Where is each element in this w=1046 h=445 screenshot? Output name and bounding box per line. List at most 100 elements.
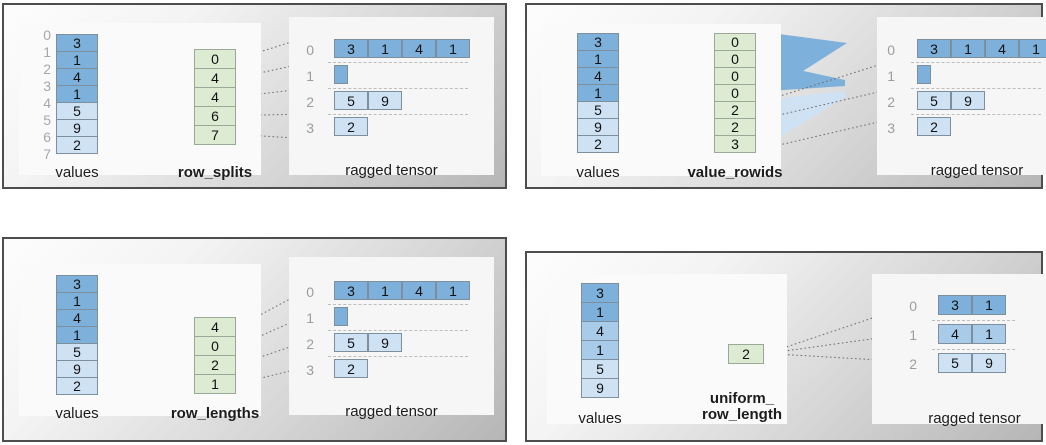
row-divider xyxy=(328,61,468,63)
value-cell: 5 xyxy=(56,343,98,361)
tensor-cell: 5 xyxy=(334,333,368,352)
value-cell: 1 xyxy=(56,51,98,69)
encoding-cell: 3 xyxy=(714,135,756,153)
encoding-cell: 2 xyxy=(714,118,756,136)
tensor-cell: 9 xyxy=(368,91,402,110)
value-cell: 1 xyxy=(581,302,619,322)
boundary-index: 1 xyxy=(43,44,51,60)
row-divider xyxy=(328,303,468,305)
row-divider xyxy=(328,329,468,331)
tensor-cell: 4 xyxy=(938,324,972,344)
encoding-cell: 4 xyxy=(194,87,236,107)
value-cell: 2 xyxy=(56,377,98,395)
values-caption: values xyxy=(576,164,620,181)
value-cell: 1 xyxy=(581,340,619,360)
value-cell: 3 xyxy=(577,33,619,51)
tensor-cell: 9 xyxy=(972,353,1006,373)
encoding-cell: 2 xyxy=(714,101,756,119)
tensor-row-index: 1 xyxy=(306,68,314,84)
tensor-row-index: 1 xyxy=(306,310,314,326)
encoding-cell: 1 xyxy=(194,374,236,394)
encoding-caption: row_splits xyxy=(177,164,253,181)
tensor-cell: 1 xyxy=(368,39,402,58)
tensor-cell: 1 xyxy=(368,281,402,300)
encoding-cell: 7 xyxy=(194,125,236,145)
row-divider xyxy=(328,113,468,115)
values-caption: values xyxy=(55,405,99,422)
encoding-cell: 2 xyxy=(728,344,764,364)
tensor-cell: 3 xyxy=(334,281,368,300)
tensor-row-index: 0 xyxy=(887,42,895,58)
row-divider xyxy=(328,355,468,357)
tensor-cell: 1 xyxy=(951,39,985,58)
values-caption: values xyxy=(578,410,622,427)
encoding-cell: 0 xyxy=(194,336,236,356)
tensor-row-index: 0 xyxy=(306,284,314,300)
boundary-index: 4 xyxy=(43,95,51,111)
tensor-caption: ragged tensor xyxy=(345,162,438,179)
tensor-cell: 4 xyxy=(402,39,436,58)
boundary-index: 0 xyxy=(43,27,51,43)
encoding-cell: 0 xyxy=(194,49,236,69)
value-cell: 9 xyxy=(581,378,619,398)
encoding-cell: 0 xyxy=(714,67,756,85)
value-cell: 4 xyxy=(56,68,98,86)
encoding-caption: value_rowids xyxy=(687,164,783,181)
tensor-caption: ragged tensor xyxy=(345,403,438,420)
row-divider xyxy=(911,113,1041,115)
tensor-row-index: 3 xyxy=(306,362,314,378)
row-divider xyxy=(932,319,1015,321)
tensor-cell: 9 xyxy=(951,91,985,110)
row-divider xyxy=(911,61,1041,63)
value-cell: 4 xyxy=(581,321,619,341)
encoding-cell: 0 xyxy=(714,33,756,51)
encoding-cell: 4 xyxy=(194,317,236,337)
tensor-caption: ragged tensor xyxy=(928,410,1021,427)
tensor-cell: 2 xyxy=(334,359,368,378)
value-cell: 1 xyxy=(577,50,619,68)
encoding-caption-line2: row_length xyxy=(701,406,782,424)
encoding-cell: 2 xyxy=(194,355,236,375)
tensor-row-index: 2 xyxy=(909,356,917,372)
tensor-row-index: 1 xyxy=(887,68,895,84)
encoding-cell: 6 xyxy=(194,106,236,126)
value-cell: 5 xyxy=(581,359,619,379)
tensor-cell: 1 xyxy=(436,281,470,300)
value-cell: 1 xyxy=(56,85,98,103)
row-divider xyxy=(932,348,1015,350)
tensor-cell: 4 xyxy=(402,281,436,300)
tensor-cell: 1 xyxy=(1019,39,1046,58)
value-cell: 9 xyxy=(56,119,98,137)
tensor-row-index: 0 xyxy=(909,298,917,314)
tensor-row-index: 3 xyxy=(306,120,314,136)
value-cell: 5 xyxy=(56,102,98,120)
encoding-cell: 4 xyxy=(194,68,236,88)
tensor-cell xyxy=(334,65,348,84)
tensor-cell xyxy=(917,65,931,84)
encoding-cell: 0 xyxy=(714,50,756,68)
value-cell: 3 xyxy=(581,283,619,303)
tensor-cell: 3 xyxy=(938,295,972,315)
tensor-cell: 1 xyxy=(972,295,1006,315)
boundary-index: 5 xyxy=(43,112,51,128)
value-cell: 2 xyxy=(56,136,98,154)
encoding-caption-line1: uniform_ xyxy=(709,390,775,407)
value-cell: 4 xyxy=(56,309,98,327)
tensor-cell: 4 xyxy=(985,39,1019,58)
tensor-cell: 5 xyxy=(334,91,368,110)
value-cell: 9 xyxy=(56,360,98,378)
encoding-cell: 0 xyxy=(714,84,756,102)
value-cell: 1 xyxy=(56,292,98,310)
tensor-cell: 5 xyxy=(917,91,951,110)
value-cell: 1 xyxy=(577,84,619,102)
boundary-index: 2 xyxy=(43,61,51,77)
tensor-row-index: 0 xyxy=(306,42,314,58)
row-divider xyxy=(328,87,468,89)
tensor-cell xyxy=(334,307,348,326)
tensor-cell: 5 xyxy=(938,353,972,373)
tensor-cell: 2 xyxy=(334,117,368,136)
row-divider xyxy=(911,87,1041,89)
